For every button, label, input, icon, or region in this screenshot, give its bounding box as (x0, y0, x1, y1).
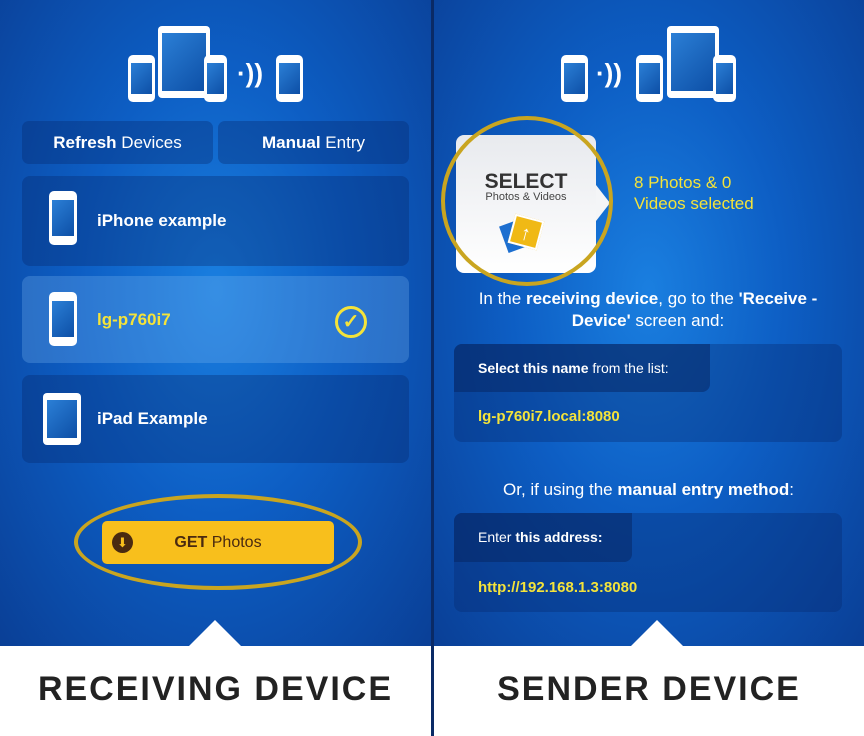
device-item-ipad[interactable]: iPad Example (22, 375, 409, 463)
pointer-notch (630, 620, 684, 647)
manual-bold: Manual (262, 133, 321, 152)
device-name-box: Select this name from the list: lg-p760i… (454, 344, 842, 442)
refresh-devices-button[interactable]: Refresh Devices (22, 121, 213, 164)
device-address: lg-p760i7.local:8080 (478, 408, 620, 425)
ip-address: http://192.168.1.3:8080 (478, 579, 638, 596)
manual-rest: Entry (320, 133, 365, 152)
device-name: lg-p760i7 (97, 309, 171, 329)
phone-icon (204, 55, 227, 102)
phone-icon (561, 55, 588, 102)
phone-icon (49, 292, 77, 346)
box-header: Select this name from the list: (454, 344, 710, 392)
tablet-icon (667, 26, 719, 98)
device-name: iPad Example (97, 409, 208, 428)
sender-label: SENDER DEVICE (497, 670, 801, 708)
wireless-icon: ·)) (237, 58, 263, 88)
get-bold: GET (174, 534, 208, 551)
phone-icon (636, 55, 663, 102)
highlight-circle (441, 116, 613, 286)
ip-address-box: Enter this address: http://192.168.1.3:8… (454, 513, 842, 612)
get-photos-button[interactable]: ⬇ GET Photos (102, 521, 334, 564)
t: from the list: (588, 360, 669, 376)
refresh-rest: Devices (116, 133, 182, 152)
phone-icon (128, 55, 155, 102)
manual-entry-text: Or, if using the manual entry method: (433, 480, 864, 500)
refresh-bold: Refresh (53, 133, 117, 152)
highlight-ellipse (74, 494, 362, 590)
instructions: In the receiving device, go to the 'Rece… (463, 288, 833, 332)
wireless-icon: ·)) (596, 58, 622, 88)
box-header: Enter this address: (454, 513, 632, 562)
get-rest: Photos (207, 534, 262, 551)
receiving-label: RECEIVING DEVICE (37, 670, 394, 708)
selection-status: 8 Photos & 0 Videos selected (634, 173, 754, 213)
check-circle-icon: ✓ (335, 306, 367, 338)
manual-entry-button[interactable]: Manual Entry (218, 121, 409, 164)
divider (431, 0, 434, 736)
t: 'Receive - Device' (571, 289, 818, 330)
device-item-iphone[interactable]: iPhone example (22, 176, 409, 266)
device-name: iPhone example (97, 211, 227, 230)
t: this address: (515, 529, 603, 545)
tablet-icon (158, 26, 210, 98)
phone-icon (713, 55, 736, 102)
receiving-device-panel: ·)) Refresh Devices Manual Entry iPhone … (0, 0, 432, 646)
sender-device-panel: ·)) SELECT Photos & Videos ↑ 8 Photos & … (433, 0, 864, 646)
t: Enter (478, 529, 516, 545)
pointer-notch (188, 620, 242, 647)
t: Select this name (478, 360, 589, 376)
t: , go to the (658, 289, 739, 308)
sender-footer: SENDER DEVICE (434, 646, 864, 736)
device-item-lg[interactable]: lg-p760i7 ✓ (22, 276, 409, 363)
t: receiving device (525, 289, 659, 308)
t: : (789, 480, 794, 499)
tablet-icon (43, 393, 81, 445)
download-icon: ⬇ (112, 532, 133, 553)
t: In the (478, 289, 526, 308)
t: Or, if using the (503, 480, 618, 499)
receiving-footer: RECEIVING DEVICE (0, 646, 431, 736)
phone-icon (49, 191, 77, 245)
t: screen and: (630, 311, 725, 330)
phone-icon (276, 55, 303, 102)
t: manual entry method (617, 480, 790, 499)
